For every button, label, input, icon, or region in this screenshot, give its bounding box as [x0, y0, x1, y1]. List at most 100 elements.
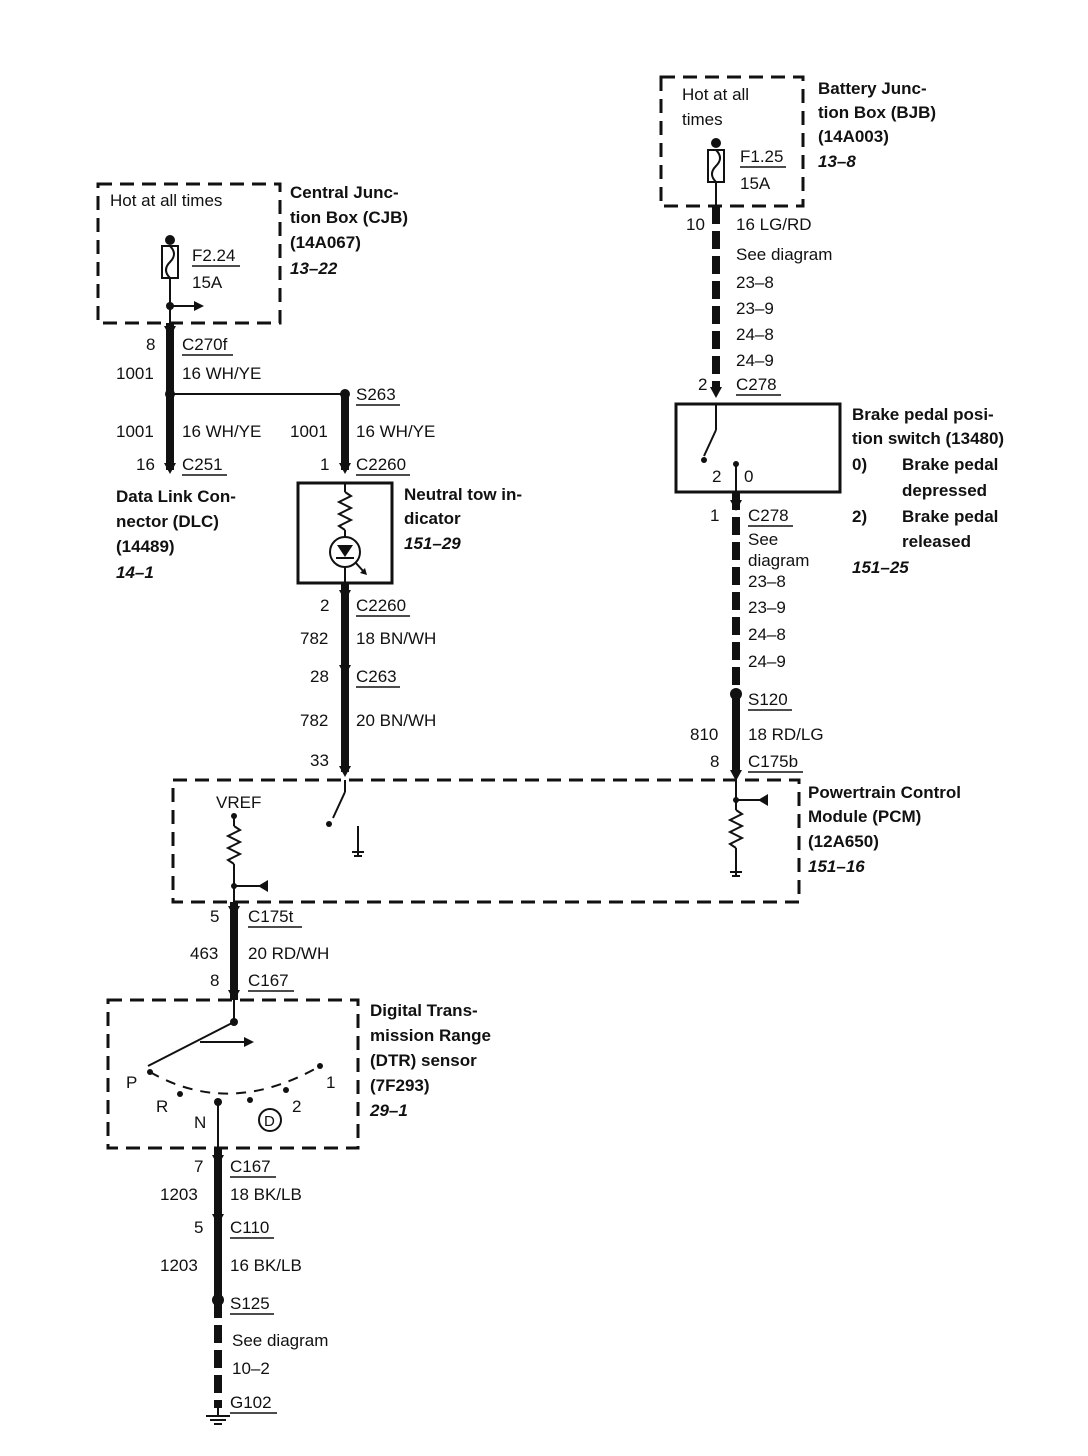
- right-lower-wire-label: 18 RD/LG: [748, 725, 824, 744]
- middle-lower-wire: 2 C2260 782 18 BN/WH 28 C263 782 20 BN/W…: [300, 583, 436, 777]
- brake-pedal-switch: 2 0 Brake pedal posi- tion switch (13480…: [674, 402, 1004, 577]
- c167-pin-bottom: 7: [194, 1157, 203, 1176]
- dtr-name-1: Digital Trans-: [370, 1001, 478, 1020]
- pcm-name-2: Module (PCM): [808, 807, 921, 826]
- lower-wire-label: 20 RD/WH: [248, 944, 329, 963]
- c263-label: C263: [356, 667, 397, 686]
- right-upper-see: See diagram: [736, 245, 832, 264]
- c167-pin-top: 8: [210, 971, 219, 990]
- c175t-pin: 5: [210, 907, 219, 926]
- bjb-ref: 13–8: [818, 152, 856, 171]
- dlc-name-1: Data Link Con-: [116, 487, 236, 506]
- mid-wire-1: 16 WH/YE: [356, 422, 435, 441]
- right-lower-wire: 1 C278 See diagram 23–8 23–9 24–8 24–9 S…: [690, 492, 824, 781]
- right-lower-ref-1: 23–8: [748, 572, 786, 591]
- fuse-icon: [707, 138, 725, 205]
- dtr-ref: 29–1: [369, 1101, 408, 1120]
- dlc-name-3: (14489): [116, 537, 175, 556]
- neutral-ref: 151–29: [404, 534, 461, 553]
- cjb-name-1: Central Junc-: [290, 183, 399, 202]
- cjb-name-2: tion Box (CJB): [290, 208, 408, 227]
- c2260-label-b: C2260: [356, 596, 406, 615]
- dlc-ref: 14–1: [116, 563, 154, 582]
- pcm-vref: VREF: [216, 793, 261, 812]
- dtr-pos-p: P: [126, 1073, 137, 1092]
- left-upper-wire: 8 C270f 1001 16 WH/YE 1001 16 WH/YE 16 C…: [116, 323, 345, 476]
- bjb-out-wire: 16 LG/RD: [736, 215, 812, 234]
- left-wire-1: 16 WH/YE: [182, 364, 261, 383]
- bjb-out-pin: 10: [686, 215, 705, 234]
- brake-name-2: tion switch (13480): [852, 429, 1004, 448]
- lower-circuit: 463: [190, 944, 218, 963]
- c167-label-top: C167: [248, 971, 289, 990]
- brake-pos-2: 2: [712, 467, 721, 486]
- c175t-label: C175t: [248, 907, 294, 926]
- c263-pin: 28: [310, 667, 329, 686]
- dtr-pos-1: 1: [326, 1073, 335, 1092]
- right-upper-ref-3: 24–8: [736, 325, 774, 344]
- cjb-fuse-amp: 15A: [192, 273, 223, 292]
- c278-top-pin: 2: [698, 375, 707, 394]
- bottom-see-ref: 10–2: [232, 1359, 270, 1378]
- c278-bottom-label: C278: [748, 506, 789, 525]
- brake-state2-1: Brake pedal: [902, 507, 998, 526]
- neutral-name-1: Neutral tow in-: [404, 485, 522, 504]
- brake-state0-1: Brake pedal: [902, 455, 998, 474]
- neutral-name-2: dicator: [404, 509, 461, 528]
- c175b-pin: 8: [710, 752, 719, 771]
- s125-label: S125: [230, 1294, 270, 1313]
- bjb-name-2: tion Box (BJB): [818, 103, 936, 122]
- c167-label-bottom: C167: [230, 1157, 271, 1176]
- central-junction-box: Hot at all times F2.24 15A Central Junc-…: [96, 182, 408, 325]
- dtr-pos-d: D: [264, 1113, 275, 1130]
- right-lower-ref-2: 23–9: [748, 598, 786, 617]
- ground-icon: [206, 1408, 230, 1425]
- brake-state0-num: 0): [852, 455, 867, 474]
- g102-label: G102: [230, 1393, 272, 1412]
- right-lower-ref-4: 24–9: [748, 652, 786, 671]
- brake-name-1: Brake pedal posi-: [852, 405, 994, 424]
- middle-wire: S263 1001 16 WH/YE 1 C2260: [290, 385, 435, 476]
- left-circuit-1: 1001: [116, 364, 154, 383]
- fuse-icon: [161, 235, 204, 323]
- brake-ref: 151–25: [852, 558, 909, 577]
- right-upper-wire: 10 16 LG/RD See diagram 23–8 23–9 24–8 2…: [686, 206, 832, 398]
- brake-pos-0: 0: [744, 467, 753, 486]
- dtr-pos-n: N: [194, 1113, 206, 1132]
- c251-label: C251: [182, 455, 223, 474]
- dtr-pos-2: 2: [292, 1097, 301, 1116]
- brake-state2-2: released: [902, 532, 971, 551]
- powertrain-control-module: VREF Powertrain Control Module (PCM) (12…: [171, 778, 961, 904]
- brake-state2-num: 2): [852, 507, 867, 526]
- s263-label: S263: [356, 385, 396, 404]
- mid-circuit-1: 1001: [290, 422, 328, 441]
- c175b-label: C175b: [748, 752, 798, 771]
- dtr-name-4: (7F293): [370, 1076, 430, 1095]
- bottom-wire-2: 16 BK/LB: [230, 1256, 302, 1275]
- dtr-name-2: mission Range: [370, 1026, 491, 1045]
- c251-pin: 16: [136, 455, 155, 474]
- c110-pin: 5: [194, 1218, 203, 1237]
- c270f-label: C270f: [182, 335, 228, 354]
- dtr-pos-r: R: [156, 1097, 168, 1116]
- pcm-ref: 151–16: [808, 857, 865, 876]
- bjb-hot-line1: Hot at all: [682, 85, 749, 104]
- bottom-circuit-1: 1203: [160, 1185, 198, 1204]
- lower-wire: 5 C175t 463 20 RD/WH 8 C167: [190, 902, 329, 1001]
- bjb-name-1: Battery Junc-: [818, 79, 927, 98]
- cjb-ref: 13–22: [290, 259, 338, 278]
- right-lower-ref-3: 24–8: [748, 625, 786, 644]
- mid-circuit-3: 782: [300, 711, 328, 730]
- bottom-wire-1: 18 BK/LB: [230, 1185, 302, 1204]
- c2260-pin-1: 1: [320, 455, 329, 474]
- cjb-hot: Hot at all times: [110, 191, 222, 210]
- bjb-name-3: (14A003): [818, 127, 889, 146]
- bottom-circuit-2: 1203: [160, 1256, 198, 1275]
- mid-circuit-2: 782: [300, 629, 328, 648]
- left-wire-2: 16 WH/YE: [182, 422, 261, 441]
- c2260-pin-2: 2: [320, 596, 329, 615]
- c2260-label-a: C2260: [356, 455, 406, 474]
- right-lower-see-1: See: [748, 530, 778, 549]
- pcm-pin-33: 33: [310, 751, 329, 770]
